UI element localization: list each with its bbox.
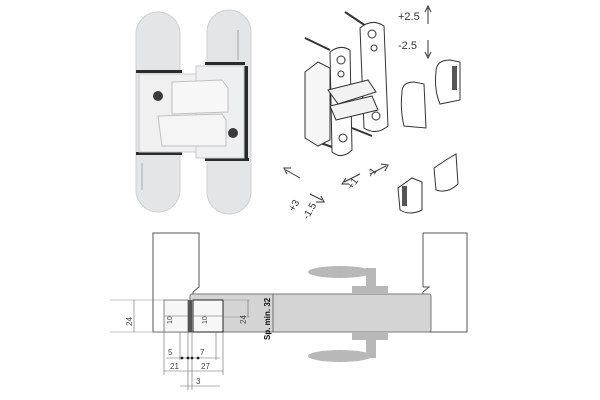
dim-d: 27 xyxy=(201,362,210,371)
slot-mark-left: 10 xyxy=(167,316,174,324)
door-leaf xyxy=(189,293,432,333)
depth-plus-label: +3 xyxy=(287,198,302,214)
concealed-hinge-photo xyxy=(135,9,252,215)
dim-e: 3 xyxy=(196,377,201,386)
dim-height-left: 24 xyxy=(125,317,134,326)
lateral-minus-label: -1 xyxy=(365,166,379,180)
door-thickness-label: Sp. min. 32 xyxy=(263,297,272,340)
dim-height-right: 24 xyxy=(239,315,248,324)
hinge-lower-arm xyxy=(157,113,227,147)
depth-minus-label: -1.5 xyxy=(301,201,319,222)
screw xyxy=(351,127,373,137)
hinge-upper-arm xyxy=(171,79,229,115)
dim-b: 7 xyxy=(200,348,205,357)
hinge-exploded-view xyxy=(283,4,461,214)
lateral-plus-label: +1 xyxy=(345,176,361,192)
adjust-screw-upper xyxy=(153,91,163,101)
cover-cap xyxy=(433,153,459,192)
dim-c: 21 xyxy=(170,362,179,371)
dim-a: 5 xyxy=(168,348,173,357)
screw xyxy=(304,37,331,51)
door-handle xyxy=(308,266,388,362)
cover-cap xyxy=(397,177,423,214)
slot-mark-right: 10 xyxy=(202,316,209,324)
section-drawing: 10 10 24 24 Sp. min. 32 5 7 xyxy=(110,232,468,390)
adjust-screw-lower xyxy=(228,128,238,138)
vertical-minus-label: -2.5 xyxy=(398,40,417,52)
vertical-plus-label: +2.5 xyxy=(398,11,420,23)
cover-cap xyxy=(400,81,427,129)
